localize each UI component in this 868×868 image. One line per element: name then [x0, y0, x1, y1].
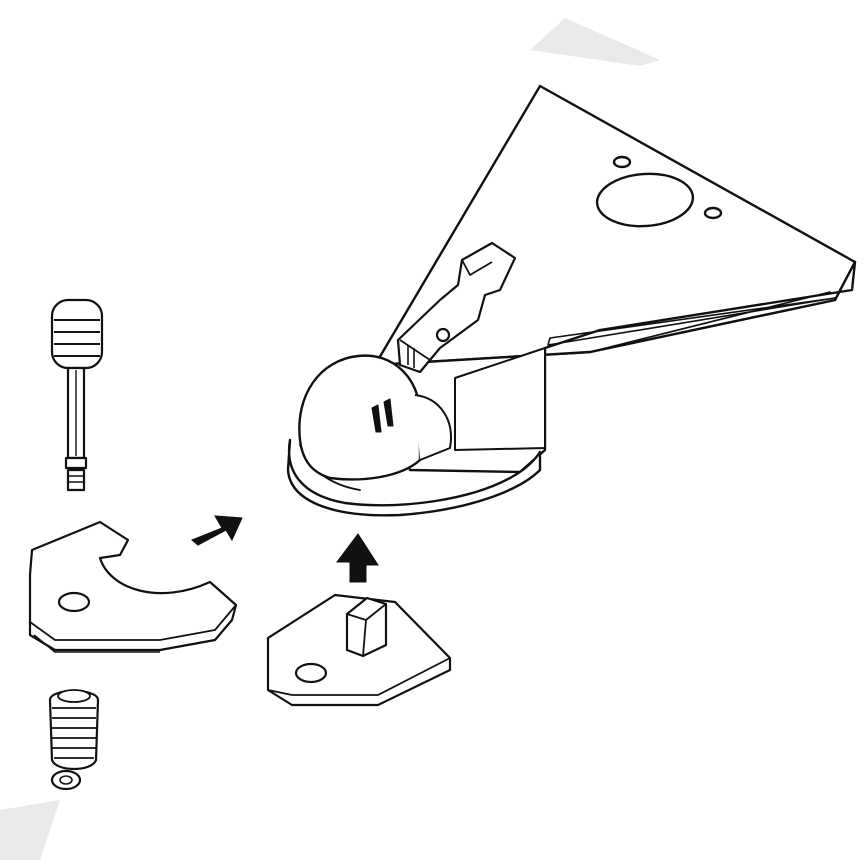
arrow-up-icon [337, 534, 378, 582]
coupler-body-icon [288, 86, 855, 515]
pin-bolt-icon [52, 300, 102, 490]
scan-shadow [0, 18, 660, 860]
latch-lever-icon [398, 243, 515, 372]
latch-jaw-plate-icon [30, 522, 236, 652]
locking-plate-icon [268, 595, 450, 705]
coupler-ball-socket-icon [299, 356, 451, 480]
spring-icon [50, 690, 98, 789]
arrow-right-icon [192, 516, 242, 545]
